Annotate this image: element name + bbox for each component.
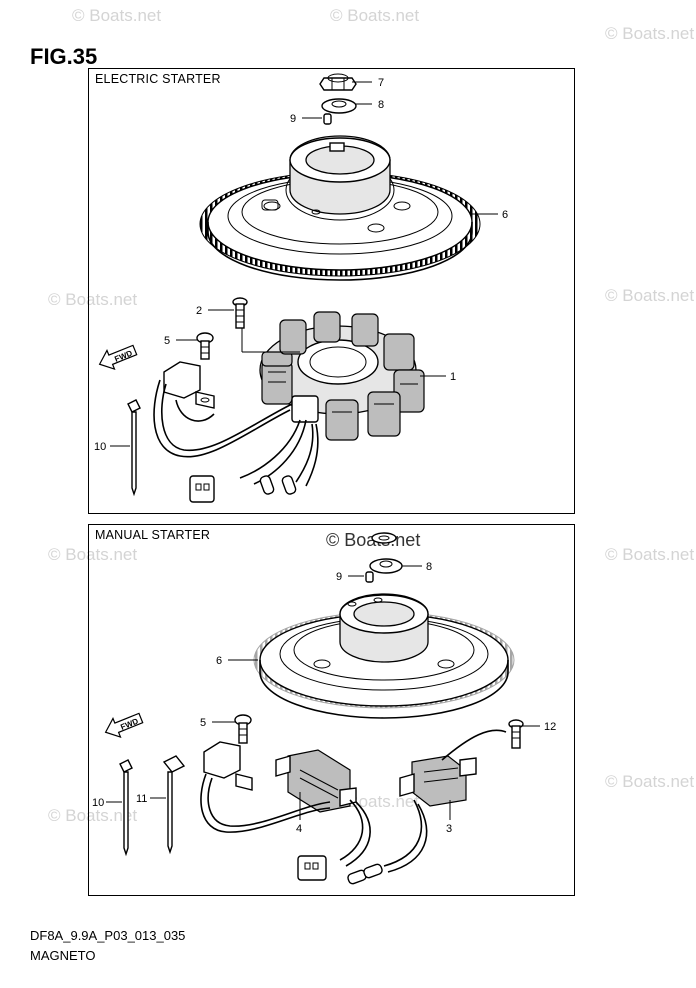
bullet-connectors (347, 863, 383, 885)
stator-assembly (259, 311, 425, 441)
ignition-coil (275, 749, 357, 813)
flywheel (253, 593, 515, 719)
flywheel-nut (371, 532, 397, 544)
cable-tie-clamp (162, 755, 186, 855)
callout-6: 6 (502, 209, 508, 221)
watermark: © Boats.net (330, 6, 420, 25)
watermark: © Boats.net (48, 290, 138, 309)
key (323, 113, 332, 125)
flywheel-with-ring-gear (199, 135, 481, 281)
diagram-code: DF8A_9.9A_P03_013_035 (30, 928, 186, 943)
watermark: © Boats.net (605, 286, 695, 305)
charge-coil (399, 755, 477, 807)
flywheel-nut (319, 73, 357, 91)
fwd-direction-arrow: FWD (104, 712, 144, 738)
watermark: © Boats.net (72, 6, 162, 25)
svg-text:FWD: FWD (113, 349, 133, 364)
callout-10: 10 (92, 797, 104, 809)
callout-7: 7 (378, 77, 384, 89)
callout-5: 5 (200, 717, 206, 729)
callout-6: 6 (216, 655, 222, 667)
fwd-direction-arrow: FWD (98, 344, 138, 370)
figure-title: FIG.35 (30, 44, 98, 69)
watermark: © Boats.net (48, 806, 138, 825)
callout-8: 8 (378, 99, 384, 111)
pulser-coil (163, 361, 215, 409)
coil-screw (234, 714, 252, 744)
manual-starter-label: MANUAL STARTER (95, 528, 211, 542)
watermark: © Boats.net (605, 772, 695, 791)
electric-starter-label: ELECTRIC STARTER (95, 72, 221, 86)
pulser-coil (203, 741, 253, 791)
callout-5: 5 (164, 335, 170, 347)
electric-callouts: 7 8 9 6 2 5 1 10 (94, 77, 508, 453)
cable-tie (119, 759, 133, 857)
svg-text:FWD: FWD (119, 717, 139, 732)
callout-8: 8 (426, 561, 432, 573)
callout-2: 2 (196, 305, 202, 317)
callout-11: 11 (136, 793, 147, 805)
callout-4: 4 (296, 823, 302, 835)
watermark: © Boats.net (48, 545, 138, 564)
manual-callouts: 8 9 6 5 12 10 11 4 3 (92, 561, 556, 835)
callout-3: 3 (446, 823, 452, 835)
coupler-connector (297, 855, 327, 881)
callout-10: 10 (94, 441, 106, 453)
callout-9: 9 (290, 113, 296, 125)
washer (369, 558, 403, 574)
manual-starter-panel (88, 524, 575, 896)
diagram-caption: MAGNETO (30, 948, 96, 963)
wiring-harness (200, 729, 507, 873)
watermark: © Boats.net (605, 545, 695, 564)
washer (321, 98, 357, 114)
coil-screw (508, 719, 524, 749)
stator-bolt (232, 297, 248, 329)
coupler-connector (189, 475, 215, 503)
callout-9: 9 (336, 571, 342, 583)
cable-tie (127, 399, 141, 497)
pulser-screw (196, 332, 214, 360)
key (365, 571, 374, 583)
callout-12: 12 (544, 721, 556, 733)
watermark: © Boats.net (605, 24, 695, 43)
callout-1: 1 (450, 371, 456, 383)
bullet-connectors (259, 475, 297, 495)
electric-starter-panel (88, 68, 575, 514)
